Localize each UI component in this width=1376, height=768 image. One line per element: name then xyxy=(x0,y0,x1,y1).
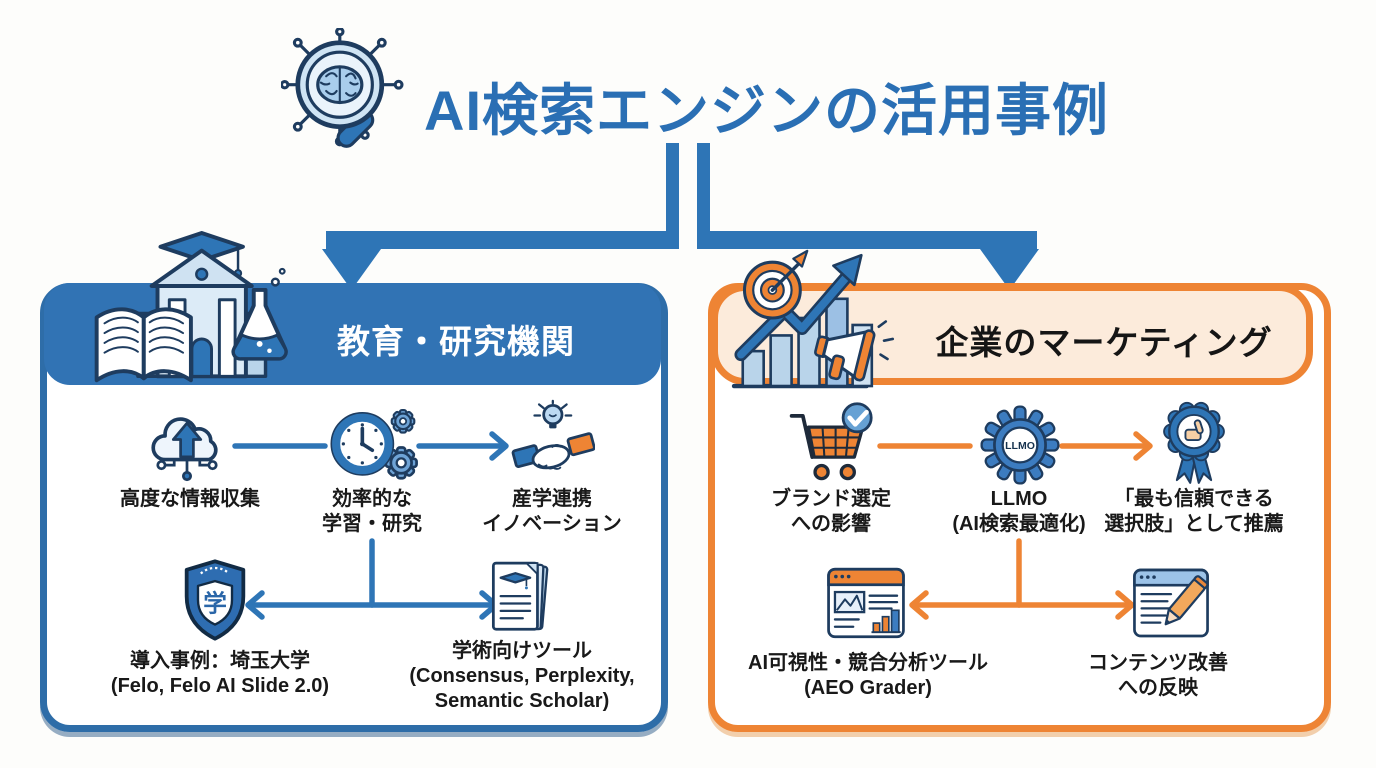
branch-bar-left xyxy=(326,231,679,249)
marketing-branch2-label: コンテンツ改善 への反映 xyxy=(1088,652,1228,699)
marketing-step2-label: LLMO (AI検索最適化) xyxy=(952,488,1086,535)
education-panel: 教育・研究機関 xyxy=(40,231,668,732)
branch-bar-right xyxy=(697,231,1037,249)
marketing-step3-label: 「最も信頼できる 選択肢」として推薦 xyxy=(1104,488,1284,535)
arrowhead-branch-left xyxy=(245,590,265,620)
education-step3-label: 産学連携 イノベーション xyxy=(482,488,622,535)
cloud-upload-icon xyxy=(151,417,218,482)
llmo-gear-icon: LLMO xyxy=(980,405,1060,485)
page-title: AI検索エンジンの活用事例 xyxy=(424,79,1109,142)
analytics-dashboard-icon xyxy=(827,567,905,639)
down-arrowhead-right xyxy=(980,249,1039,290)
marketing-flow-connectors xyxy=(877,431,1153,620)
stem-right xyxy=(697,143,710,249)
education-branch2-label: 学術向けツール (Consensus, Perplexity, Semantic… xyxy=(409,640,635,712)
arrowhead-branch-right xyxy=(1115,590,1135,620)
award-thumbsup-icon xyxy=(1163,401,1225,484)
arrowhead-step3 xyxy=(489,431,509,461)
arrowhead-step3 xyxy=(1133,431,1153,461)
down-arrowhead-left xyxy=(322,249,381,290)
marketing-step1-label: ブランド選定 への影響 xyxy=(771,488,891,535)
school-research-icon xyxy=(94,231,288,383)
education-branch1-label: 導入事例：埼玉大学 (Felo, Felo AI Slide 2.0) xyxy=(110,650,330,697)
content-edit-icon xyxy=(1133,568,1209,638)
education-step1-label: 高度な情報収集 xyxy=(120,488,260,510)
split-arrow-connector xyxy=(322,143,1039,290)
arrowhead-branch-left xyxy=(909,590,929,620)
target-growth-megaphone-icon xyxy=(731,249,895,389)
gear-llmo-text: LLMO xyxy=(1005,440,1035,452)
academic-papers-icon xyxy=(491,561,549,631)
marketing-header-label: 企業のマーケティング xyxy=(935,324,1273,361)
clock-gears-icon xyxy=(330,408,418,480)
education-step2-label: 効率的な 学習・研究 xyxy=(322,488,422,535)
cart-check-icon xyxy=(789,402,873,481)
university-shield-icon: 学 xyxy=(184,559,246,641)
stem-left xyxy=(666,143,679,249)
marketing-branch1-label: AI可視性・競合分析ツール (AEO Grader) xyxy=(748,652,988,699)
brain-search-magnifier-icon xyxy=(281,28,404,148)
education-header-label: 教育・研究機関 xyxy=(337,323,575,360)
handshake-idea-icon xyxy=(511,399,595,470)
shield-kanji: 学 xyxy=(203,589,227,617)
marketing-panel: 企業のマーケティング xyxy=(708,249,1331,732)
